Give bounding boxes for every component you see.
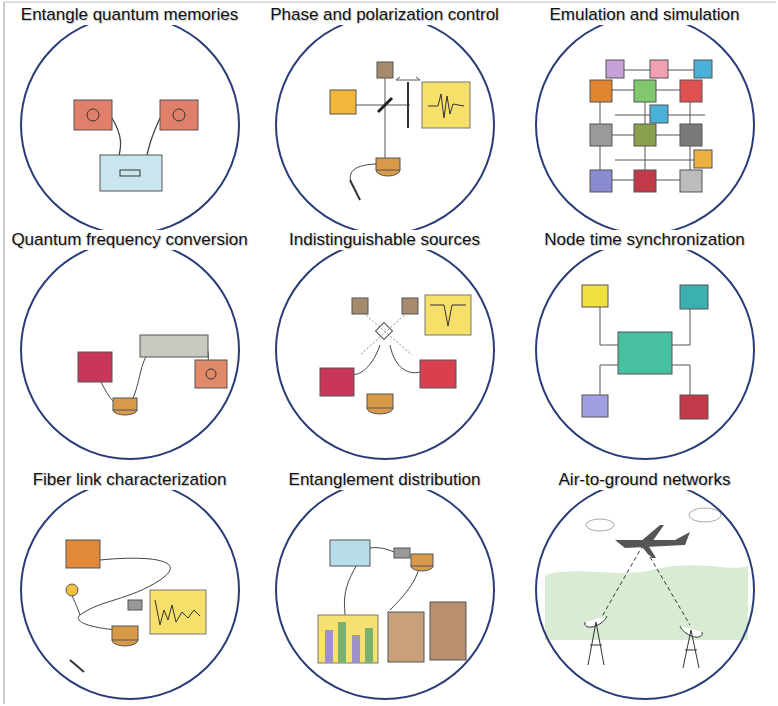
distribution-art	[318, 540, 466, 663]
memories-art	[74, 100, 198, 191]
topic-circle: Indistinguishable sources	[275, 240, 495, 460]
topic-circle: Fiber link characterization	[20, 480, 240, 700]
sources-art	[320, 295, 471, 414]
air-ground-art	[545, 508, 748, 668]
phase-art	[330, 62, 470, 200]
conversion-art	[78, 335, 227, 415]
circle-title: Emulation and simulation	[547, 5, 743, 25]
circle-title: Phase and polarization control	[267, 5, 502, 25]
topic-circle: Air-to-ground networks	[535, 480, 755, 700]
topic-circle: Entangle quantum memories	[20, 15, 240, 235]
circle-title: Indistinguishable sources	[286, 230, 483, 250]
topic-circle: Node time synchronization	[535, 240, 755, 460]
circle-title: Fiber link characterization	[30, 470, 230, 490]
topic-circle: Phase and polarization control	[275, 15, 495, 235]
circle-title: Node time synchronization	[541, 230, 747, 250]
sync-art	[582, 285, 708, 419]
topic-circle: Emulation and simulation	[535, 15, 755, 235]
topic-circle: Quantum frequency conversion	[20, 240, 240, 460]
circle-title: Air-to-ground networks	[556, 470, 734, 490]
circle-title: Entanglement distribution	[286, 470, 484, 490]
fiber-art	[66, 540, 206, 672]
circle-title: Entangle quantum memories	[18, 5, 241, 25]
circle-title: Quantum frequency conversion	[8, 230, 250, 250]
topic-circle: Entanglement distribution	[275, 480, 495, 700]
emulation-art	[590, 60, 712, 192]
